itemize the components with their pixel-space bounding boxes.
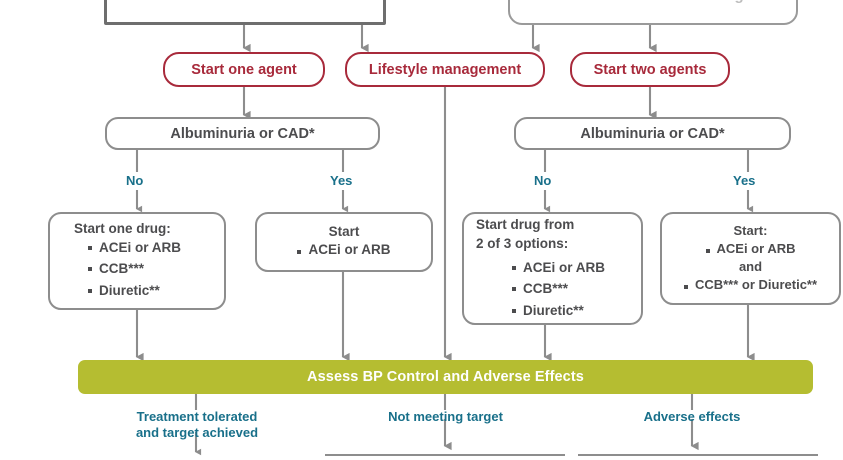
initial-bp-above-threshold-label: Initial BP ≥160/100 mmHg — [562, 0, 743, 4]
outcome-adverse-effects: Adverse effects — [622, 409, 762, 424]
start-one-agent-label: Start one agent — [191, 61, 297, 78]
initial-bp-below-threshold-label: <160/100 — [214, 0, 277, 4]
drug-item: ACEi or ARB — [297, 241, 391, 259]
start-combination-conjunction: and — [738, 258, 763, 274]
start-one-drug-list: ACEi or ARB CCB*** Diuretic** — [88, 237, 214, 301]
branch-label-left-no: No — [126, 173, 144, 188]
drug-item: CCB*** — [88, 258, 214, 279]
lifestyle-management-box[interactable]: Lifestyle management — [345, 52, 545, 87]
start-one-drug-box[interactable]: Start one drug: ACEi or ARB CCB*** Diure… — [48, 212, 226, 310]
start-two-agents-box[interactable]: Start two agents — [570, 52, 730, 87]
drug-item: Diuretic** — [512, 300, 631, 321]
branch-label-right-no: No — [534, 173, 552, 188]
drug-item: CCB*** or Diuretic** — [683, 276, 817, 294]
start-combination-list-first: ACEi or ARB — [705, 240, 795, 258]
branch-label-right-yes: Yes — [733, 173, 756, 188]
drug-item: Diuretic** — [88, 280, 214, 301]
outcome-treatment-tolerated: Treatment tolerated and target achieved — [118, 409, 276, 442]
drug-item: ACEi or ARB — [88, 237, 214, 258]
start-acei-arb-box[interactable]: Start ACEi or ARB — [255, 212, 433, 272]
outcome-treatment-tolerated-line2: and target achieved — [135, 425, 259, 441]
assess-bp-control-label: Assess BP Control and Adverse Effects — [307, 369, 584, 385]
start-two-agents-label: Start two agents — [593, 61, 707, 78]
drug-item: ACEi or ARB — [705, 240, 795, 258]
drug-item: ACEi or ARB — [512, 257, 631, 278]
initial-bp-above-threshold-box: Initial BP ≥160/100 mmHg — [508, 0, 798, 25]
assess-bp-control-banner[interactable]: Assess BP Control and Adverse Effects — [78, 360, 813, 394]
drug-item: CCB*** — [512, 278, 631, 299]
start-one-drug-title: Start one drug: — [74, 221, 171, 236]
start-acei-arb-title: Start — [328, 224, 360, 240]
branch-label-left-yes: Yes — [330, 173, 353, 188]
lifestyle-management-label: Lifestyle management — [368, 61, 522, 78]
albuminuria-cad-right-box[interactable]: Albuminuria or CAD* — [514, 117, 791, 150]
outcome-not-meeting-target-line1: Not meeting target — [388, 409, 503, 424]
start-one-agent-box[interactable]: Start one agent — [163, 52, 325, 87]
start-two-of-three-box[interactable]: Start drug from 2 of 3 options: ACEi or … — [462, 212, 643, 325]
start-combination-list-second: CCB*** or Diuretic** — [683, 276, 817, 294]
start-combination-title: Start: — [733, 223, 768, 239]
albuminuria-cad-right-label: Albuminuria or CAD* — [580, 125, 725, 142]
albuminuria-cad-left-box[interactable]: Albuminuria or CAD* — [105, 117, 380, 150]
albuminuria-cad-left-label: Albuminuria or CAD* — [170, 125, 315, 142]
start-two-of-three-title-line2: 2 of 3 options: — [476, 236, 569, 252]
outcome-adverse-effects-line1: Adverse effects — [643, 409, 741, 424]
initial-bp-below-threshold-box: <160/100 — [104, 0, 386, 25]
outcome-not-meeting-target: Not meeting target — [368, 409, 523, 424]
start-combination-box[interactable]: Start: ACEi or ARB and CCB*** or Diureti… — [660, 212, 841, 305]
start-two-of-three-title-line1: Start drug from — [476, 217, 575, 233]
outcome-treatment-tolerated-line1: Treatment tolerated — [136, 409, 258, 424]
start-two-of-three-list: ACEi or ARB CCB*** Diuretic** — [512, 257, 631, 321]
start-acei-arb-list: ACEi or ARB — [297, 241, 391, 259]
